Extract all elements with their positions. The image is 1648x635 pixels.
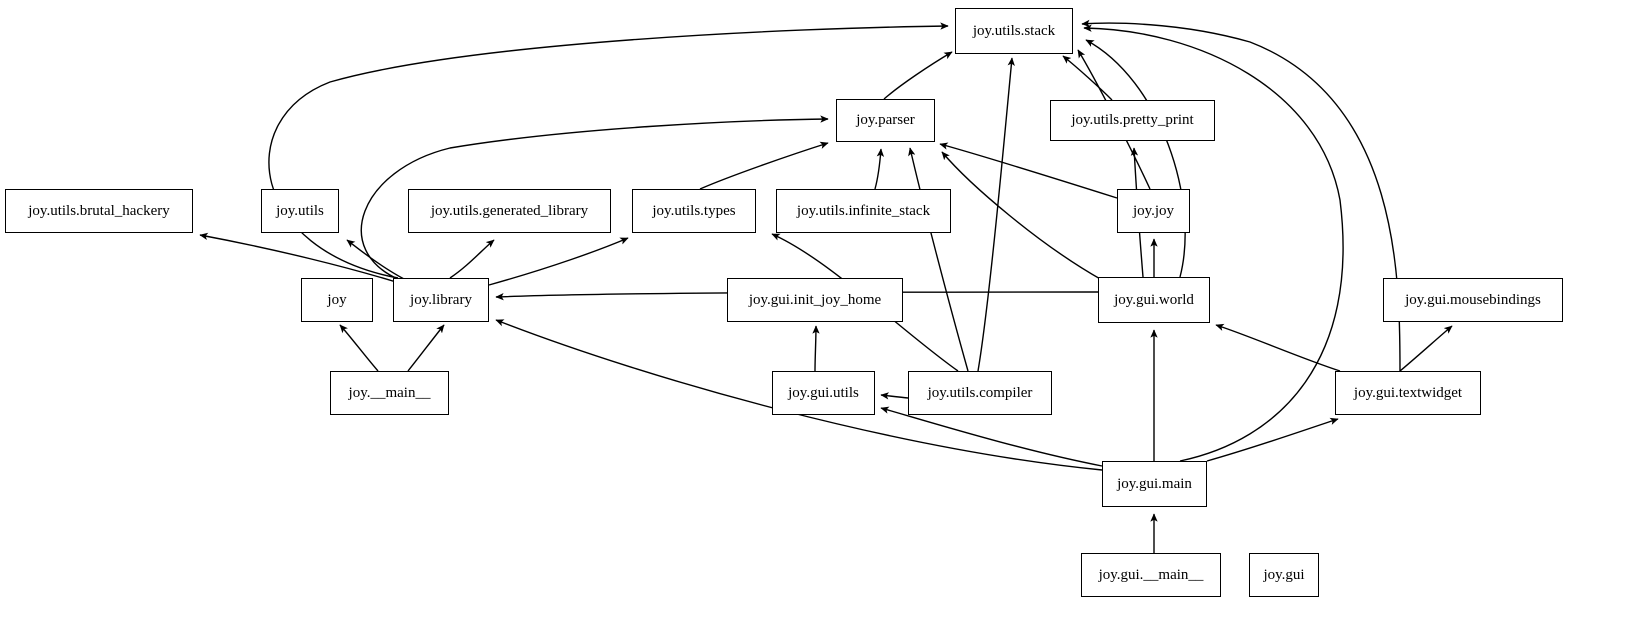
graph-node-label: joy.utils.infinite_stack — [796, 202, 931, 219]
edge-joy-utils-compiler-to-joy-gui-utils — [880, 392, 909, 400]
graph-node-label: joy.utils.pretty_print — [1071, 112, 1194, 128]
edge-joy-gui-textwidget-to-joy-gui-mousebindings — [1399, 325, 1453, 372]
graph-node-joy-utils-generated-library[interactable]: joy.utils.generated_library — [408, 189, 611, 233]
graph-node-label: joy.utils.stack — [972, 22, 1056, 39]
graph-node-joy-gui[interactable]: joy.gui — [1249, 553, 1319, 597]
graph-node-label: joy.utils.compiler — [927, 384, 1033, 401]
graph-node-joy[interactable]: joy — [301, 278, 373, 322]
graph-node-joy-utils-stack[interactable]: joy.utils.stack — [955, 8, 1073, 54]
graph-node-joy-utils[interactable]: joy.utils — [261, 189, 339, 233]
edge-joy-joy-to-joy-parser — [939, 142, 1118, 199]
graph-node-joy-gui-textwidget[interactable]: joy.gui.textwidget — [1335, 371, 1481, 415]
graph-node-label: joy — [327, 291, 347, 308]
edge-joy-library-to-joy-utils-types — [488, 237, 629, 286]
graph-node-label: joy.gui.utils — [788, 384, 859, 401]
edge-joy-gui-main-to-joy-utils-stack — [1083, 24, 1344, 462]
graph-node-joy-utils-types[interactable]: joy.utils.types — [632, 189, 756, 233]
graph-node-joy-utils-pretty-print[interactable]: joy.utils.pretty_print — [1050, 100, 1215, 141]
graph-node-label: joy.gui.init_joy_home — [748, 291, 882, 308]
graph-node-joy-gui-main[interactable]: joy.gui.__main__ — [1081, 553, 1221, 597]
graph-node-label: joy.__main__ — [348, 384, 431, 401]
edge-joy-utils-compiler-to-joy-parser — [908, 147, 969, 372]
graph-node-joy-gui-main[interactable]: joy.gui.main — [1102, 461, 1207, 507]
edge-joy-library-to-joy-utils-generated-library — [449, 239, 495, 279]
edge-joy-parser-to-joy-utils-stack — [883, 51, 953, 100]
edge-joy-utils-infinite-stack-to-joy-parser — [874, 148, 885, 190]
graph-node-label: joy.parser — [856, 112, 915, 128]
graph-node-label: joy.utils — [276, 202, 324, 219]
edge-joy-gui-utils-to-joy-gui-init-joy-home — [812, 325, 820, 372]
edge-joy-library-to-joy-utils-stack — [268, 22, 949, 279]
graph-node-joy-joy[interactable]: joy.joy — [1117, 189, 1190, 233]
graph-node-joy-utils-brutal-hackery[interactable]: joy.utils.brutal_hackery — [5, 189, 193, 233]
graph-node-label: joy.gui.__main__ — [1098, 566, 1204, 583]
edge-joy-library-to-joy-utils — [346, 239, 405, 280]
graph-node-joy-parser[interactable]: joy.parser — [836, 99, 935, 142]
graph-node-label: joy.gui.main — [1117, 475, 1192, 492]
graph-node-label: joy.gui — [1263, 566, 1305, 583]
graph-node-label: joy.joy — [1132, 202, 1175, 219]
graph-node-joy-library[interactable]: joy.library — [393, 278, 489, 322]
edge-joy-library-to-joy-utils-brutal-hackery — [199, 232, 397, 283]
edge-joy-utils-types-to-joy-parser — [699, 141, 829, 190]
graph-node-joy-main[interactable]: joy.__main__ — [330, 371, 449, 415]
edge-joy-gui-world-to-joy-utils-stack — [1085, 39, 1186, 278]
graph-node-label: joy.utils.generated_library — [430, 202, 589, 219]
edge-joy-gui-textwidget-to-joy-gui-world — [1215, 323, 1341, 372]
edge-joy-gui-main-to-joy-gui-utils — [880, 406, 1103, 467]
graph-node-joy-gui-mousebindings[interactable]: joy.gui.mousebindings — [1383, 278, 1563, 322]
graph-node-label: joy.gui.world — [1114, 291, 1194, 308]
graph-node-joy-gui-world[interactable]: joy.gui.world — [1098, 277, 1210, 323]
graph-node-joy-utils-infinite-stack[interactable]: joy.utils.infinite_stack — [776, 189, 951, 233]
edge-joy-utils-compiler-to-joy-utils-stack — [977, 57, 1015, 372]
graph-node-label: joy.gui.textwidget — [1353, 384, 1463, 401]
graph-node-label: joy.gui.mousebindings — [1405, 291, 1541, 308]
graph-node-label: joy.utils.brutal_hackery — [28, 202, 170, 219]
graph-node-joy-gui-utils[interactable]: joy.gui.utils — [772, 371, 875, 415]
graph-node-label: joy.utils.types — [652, 202, 736, 219]
edge-joy-gui-main-to-joy-gui-textwidget — [1206, 417, 1339, 462]
graph-node-joy-utils-compiler[interactable]: joy.utils.compiler — [908, 371, 1052, 415]
edge-joy-main-to-joy-library — [407, 324, 445, 372]
edge-joy-main-to-joy — [339, 324, 379, 372]
edge-joy-utils-pretty-print-to-joy-utils-stack — [1062, 55, 1113, 101]
graph-node-joy-gui-init-joy-home[interactable]: joy.gui.init_joy_home — [727, 278, 903, 322]
edge-joy-gui-world-to-joy-parser — [941, 151, 1103, 281]
graph-node-label: joy.library — [410, 291, 472, 308]
